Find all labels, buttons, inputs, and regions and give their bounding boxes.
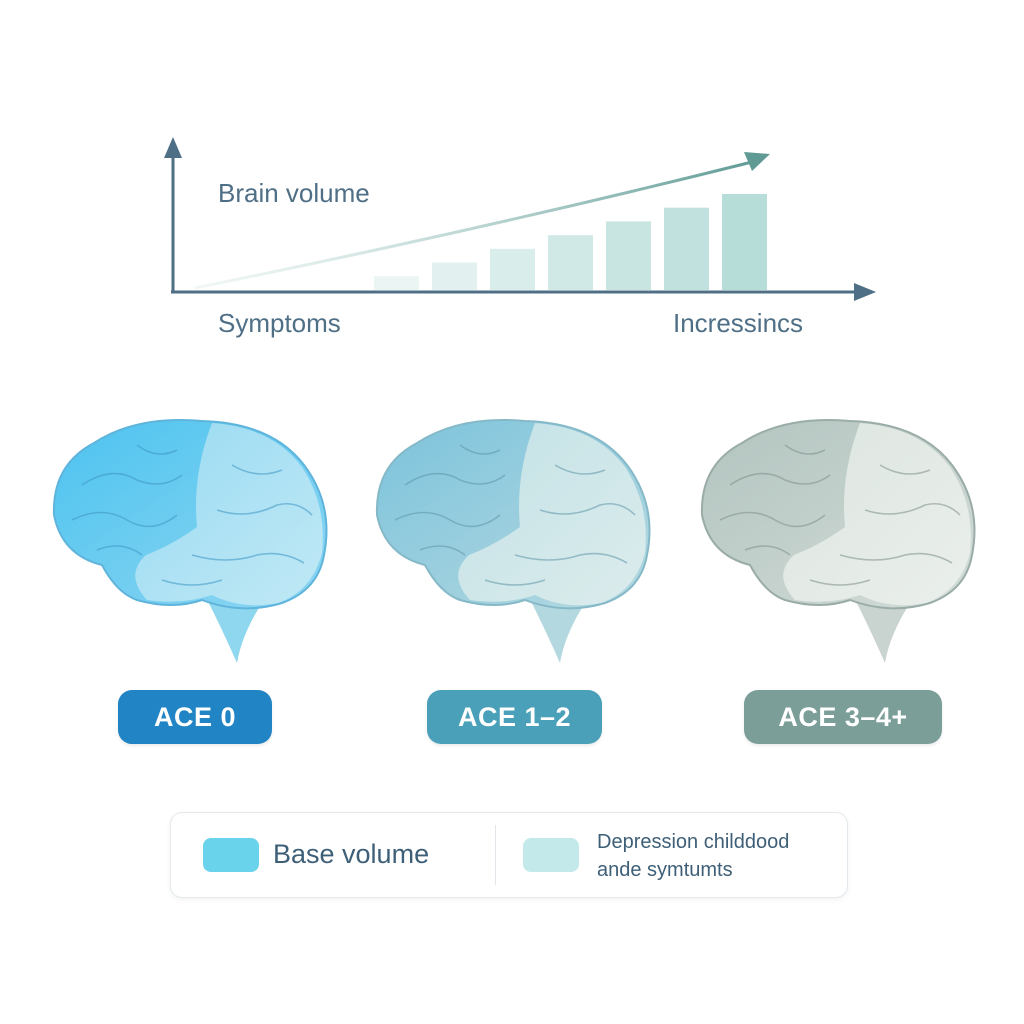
group-label-ace-0: ACE 0: [118, 690, 272, 744]
x-axis-arrowhead: [854, 283, 876, 301]
legend-label-depression-line2: ande symtumts: [597, 859, 733, 881]
brain-lobe-highlight: [783, 423, 971, 606]
trend-line: [194, 160, 753, 290]
bar-5: [606, 221, 651, 290]
x-axis-label-left: Symptoms: [218, 308, 341, 338]
brain-ace-0: [42, 405, 342, 675]
bar-1: [374, 276, 419, 290]
x-axis-label-right: Incressincs: [673, 308, 803, 338]
legend-divider: [495, 825, 496, 885]
group-label-ace-3-4: ACE 3–4+: [744, 690, 942, 744]
bar-4: [548, 235, 593, 290]
group-label-ace-1-2: ACE 1–2: [427, 690, 602, 744]
brain-lobe-highlight: [135, 423, 323, 606]
bar-7: [722, 194, 767, 290]
legend: Base volume Depression childdood ande sy…: [170, 812, 848, 898]
y-axis-label: Brain volume: [218, 178, 370, 208]
legend-swatch-base-volume: [203, 838, 259, 872]
legend-swatch-depression: [523, 838, 579, 872]
trend-arrowhead: [744, 152, 770, 171]
brain-ace-3-4: [690, 405, 990, 675]
brain-ace-1-2: [365, 405, 665, 675]
bar-2: [432, 262, 477, 290]
legend-label-depression-line1: Depression childdood: [597, 831, 790, 853]
bar-3: [490, 248, 535, 290]
trend-chart: Brain volume Symptoms Incressincs: [164, 137, 876, 338]
y-axis-arrowhead: [164, 137, 182, 158]
bar-6: [664, 207, 709, 290]
bars-layer: [374, 194, 767, 290]
legend-label-base-volume: Base volume: [273, 839, 430, 869]
brain-lobe-highlight: [458, 423, 646, 606]
